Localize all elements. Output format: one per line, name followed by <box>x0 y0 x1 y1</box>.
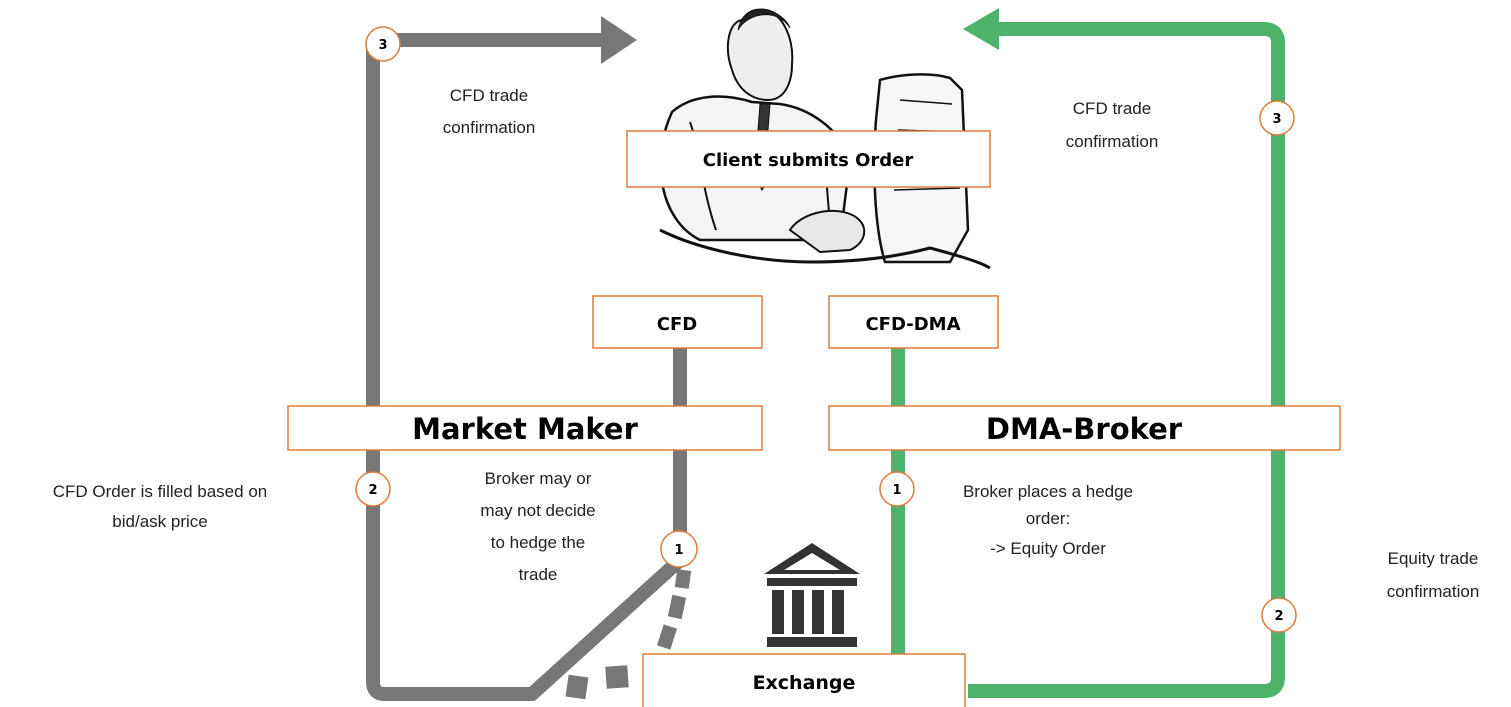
svg-text:order:: order: <box>1026 509 1070 528</box>
svg-text:2: 2 <box>1274 609 1283 624</box>
right-confirmation-note: CFD trade confirmation <box>1066 99 1159 151</box>
dma-broker-box: DMA-Broker <box>828 405 1341 451</box>
dma-broker-label: DMA-Broker <box>986 412 1183 446</box>
bank-building-icon <box>764 543 860 647</box>
badge-right-2: 2 <box>1261 597 1297 633</box>
svg-text:3: 3 <box>378 38 387 53</box>
svg-text:to hedge the: to hedge the <box>491 533 586 552</box>
dma-broker-arrowhead <box>963 8 999 50</box>
svg-text:1: 1 <box>674 543 683 558</box>
dma-hedge-note: Broker places a hedge order: -> Equity O… <box>963 482 1133 558</box>
svg-text:bid/ask price: bid/ask price <box>112 512 207 531</box>
badge-left-3: 3 <box>365 26 401 62</box>
cfd-dma-label: CFD-DMA <box>865 314 960 335</box>
order-filled-note: CFD Order is filled based on bid/ask pri… <box>53 482 267 531</box>
svg-text:CFD Order is filled based on: CFD Order is filled based on <box>53 482 267 501</box>
svg-text:CFD trade: CFD trade <box>1073 99 1151 118</box>
market-maker-label: Market Maker <box>412 412 638 446</box>
left-confirmation-note: CFD trade confirmation <box>443 86 536 137</box>
badge-right-3: 3 <box>1259 100 1295 136</box>
badge-right-1: 1 <box>879 471 915 507</box>
svg-text:confirmation: confirmation <box>1066 132 1159 151</box>
svg-text:3: 3 <box>1272 112 1281 127</box>
market-maker-box: Market Maker <box>287 405 763 451</box>
cfd-label: CFD <box>657 314 697 335</box>
svg-text:1: 1 <box>892 483 901 498</box>
svg-text:2: 2 <box>368 483 377 498</box>
badge-left-2: 2 <box>355 471 391 507</box>
svg-text:Broker places a hedge: Broker places a hedge <box>963 482 1133 501</box>
svg-text:confirmation: confirmation <box>443 118 536 137</box>
exchange-box: Exchange <box>642 653 966 707</box>
svg-text:trade: trade <box>519 565 558 584</box>
badge-left-1: 1 <box>660 530 698 568</box>
exchange-label: Exchange <box>753 672 856 694</box>
cfd-dma-box: CFD-DMA <box>828 295 999 349</box>
svg-text:-> Equity Order: -> Equity Order <box>990 539 1106 558</box>
market-maker-arrowhead <box>601 16 637 64</box>
svg-text:Broker may or: Broker may or <box>485 469 592 488</box>
market-maker-dashed-link <box>565 569 692 700</box>
svg-text:may not decide: may not decide <box>480 501 595 520</box>
equity-confirmation-note: Equity trade confirmation <box>1387 549 1480 601</box>
svg-text:confirmation: confirmation <box>1387 582 1480 601</box>
market-maker-hedge-note: Broker may or may not decide to hedge th… <box>480 469 595 584</box>
svg-text:CFD trade: CFD trade <box>450 86 528 105</box>
svg-text:Equity trade: Equity trade <box>1388 549 1479 568</box>
cfd-box: CFD <box>592 295 763 349</box>
client-order-box: Client submits Order <box>626 130 991 188</box>
client-order-label: Client submits Order <box>703 150 914 171</box>
